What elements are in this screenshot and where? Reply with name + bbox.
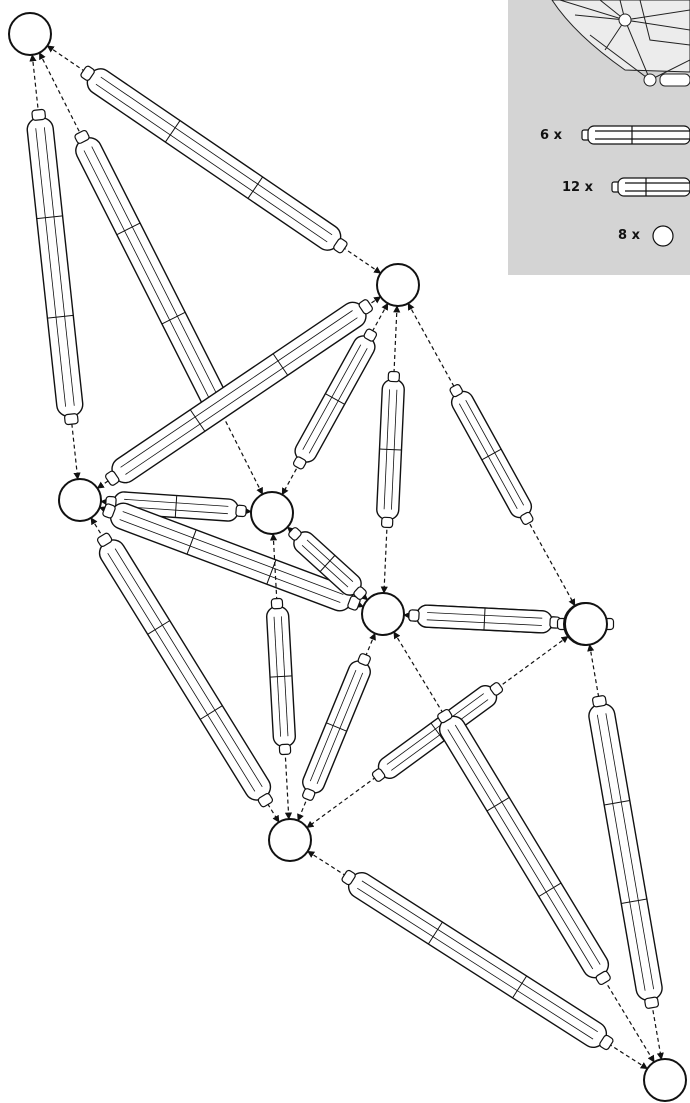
rod-body — [376, 371, 405, 528]
connector-ball-E — [362, 593, 404, 635]
short-rod-quantity: 12 x — [562, 180, 593, 195]
long-rod-icon — [582, 126, 690, 144]
connector-ball-C — [59, 479, 101, 521]
rod-body — [25, 109, 85, 426]
rod-body — [408, 604, 560, 633]
connector-ball-icon — [653, 226, 673, 246]
connector-ball-quantity: 8 x — [618, 228, 640, 243]
rod-body — [266, 598, 297, 755]
rod-body — [297, 651, 377, 804]
short-rod-icon — [612, 178, 690, 196]
connector-ball-H — [565, 603, 607, 645]
rod-long-19 — [586, 645, 666, 1060]
connector-ball-I — [644, 1059, 686, 1101]
rod-short-7 — [408, 303, 575, 605]
parts-panel — [508, 0, 690, 275]
rod-short-14 — [297, 633, 377, 820]
rod-long-2 — [25, 55, 85, 479]
connector-ball-D — [251, 492, 293, 534]
rod-short-6 — [376, 306, 405, 593]
rod-short-15 — [404, 604, 565, 633]
connector-ball-G — [269, 819, 311, 861]
connector-ball-A — [9, 13, 51, 55]
connector-ball-B — [377, 264, 419, 306]
rod-body — [337, 864, 617, 1056]
rod-body — [444, 381, 539, 528]
long-rod-quantity: 6 x — [540, 128, 562, 143]
